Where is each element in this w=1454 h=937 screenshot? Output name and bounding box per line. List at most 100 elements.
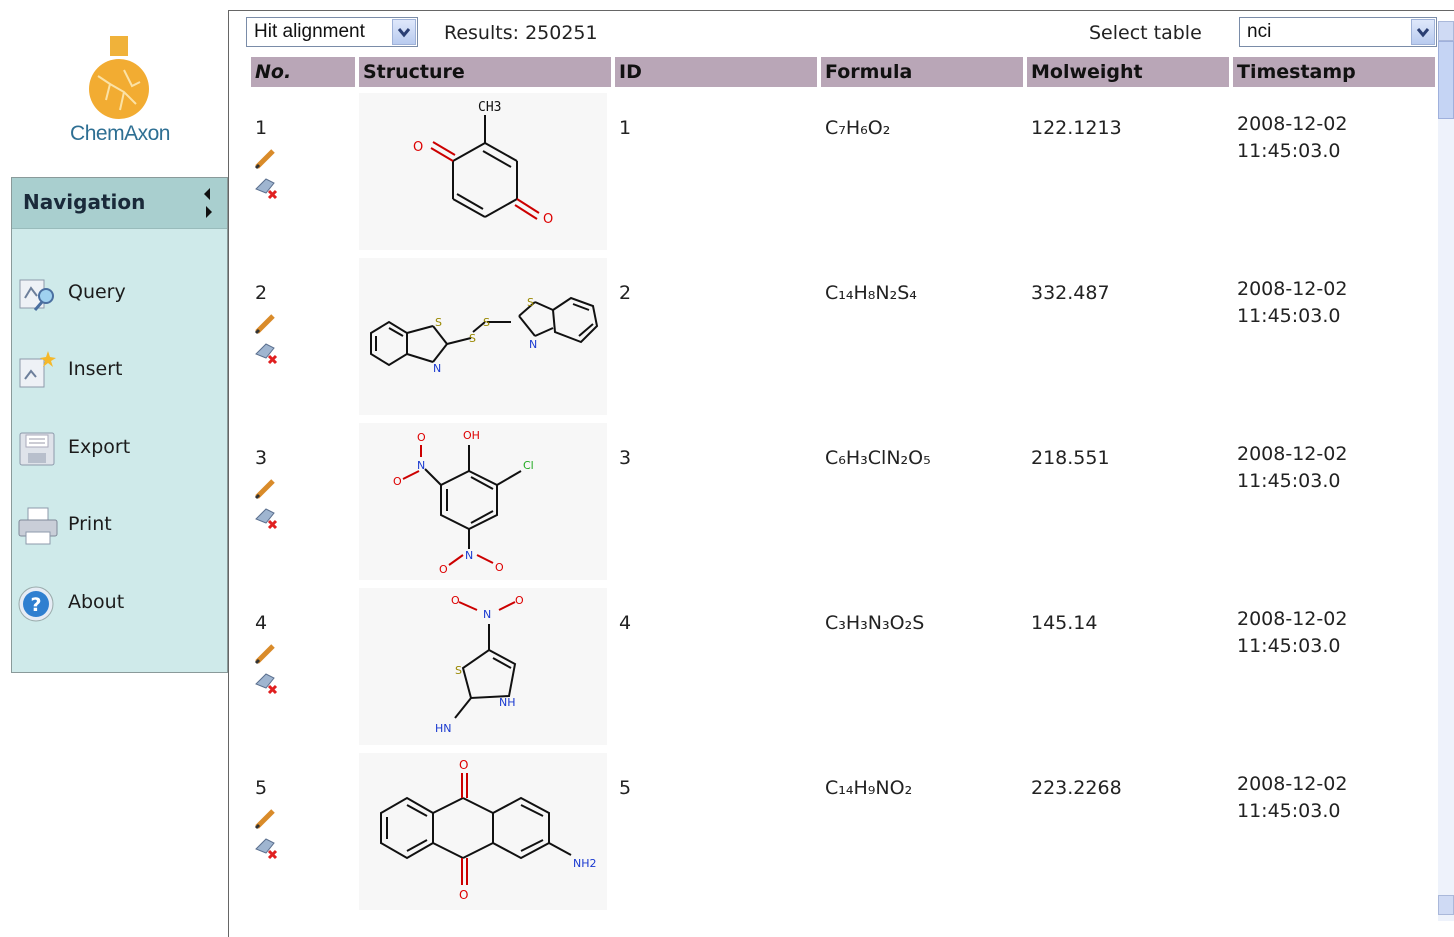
scrollbar-thumb[interactable] bbox=[1438, 41, 1454, 119]
view-mode-select[interactable]: Hit alignment bbox=[246, 17, 418, 47]
structure-image[interactable]: S S S S N N bbox=[359, 258, 607, 415]
structure-image[interactable]: CH3 O O bbox=[359, 93, 607, 250]
edit-pencil-icon[interactable] bbox=[253, 475, 279, 501]
atom-label: O bbox=[439, 563, 448, 576]
atom-label: HN bbox=[435, 722, 452, 735]
structure-image[interactable]: O O NH2 bbox=[359, 753, 607, 910]
atom-label: O bbox=[459, 888, 468, 902]
flask-icon bbox=[89, 36, 149, 119]
delete-row-icon[interactable] bbox=[253, 340, 281, 366]
row-number: 2 bbox=[255, 282, 268, 304]
edit-pencil-icon[interactable] bbox=[253, 805, 279, 831]
nav-label-print: Print bbox=[68, 513, 112, 535]
delete-row-icon[interactable] bbox=[253, 835, 281, 861]
edit-pencil-icon[interactable] bbox=[253, 145, 279, 171]
timestamp-time: 11:45:03.0 bbox=[1237, 470, 1341, 492]
atom-label: N bbox=[465, 549, 473, 562]
timestamp-time: 11:45:03.0 bbox=[1237, 140, 1341, 162]
column-header-no[interactable]: No. bbox=[251, 57, 355, 87]
nav-item-insert[interactable]: Insert bbox=[16, 349, 216, 395]
navigation-header: Navigation bbox=[12, 178, 227, 229]
table-header-row: No. Structure ID Formula Molweight Times… bbox=[251, 57, 1435, 87]
atom-label: O bbox=[413, 140, 423, 155]
navigation-title: Navigation bbox=[23, 190, 146, 214]
brand-name: ChemAxon bbox=[70, 122, 170, 145]
molecule-drawing: O O NH2 bbox=[380, 758, 597, 902]
compound-molweight: 223.2268 bbox=[1031, 777, 1122, 799]
chevron-down-icon[interactable] bbox=[1411, 19, 1435, 45]
nav-item-query[interactable]: Query bbox=[16, 272, 216, 318]
compound-id: 4 bbox=[619, 612, 632, 634]
results-count: Results: 250251 bbox=[444, 22, 598, 44]
atom-label: S bbox=[527, 296, 534, 309]
atom-label: S bbox=[455, 664, 462, 677]
view-mode-value: Hit alignment bbox=[254, 21, 365, 42]
export-icon bbox=[19, 432, 55, 466]
atom-label: OH bbox=[463, 429, 480, 442]
delete-row-icon[interactable] bbox=[253, 175, 281, 201]
nav-item-about[interactable]: ? About bbox=[16, 582, 216, 628]
column-header-id[interactable]: ID bbox=[615, 57, 817, 87]
collapse-toggle-icon[interactable] bbox=[201, 184, 215, 224]
results-toolbar: Hit alignment Results: 250251 Select tab… bbox=[229, 11, 1439, 57]
scroll-up-icon[interactable] bbox=[1438, 21, 1454, 41]
atom-label: N bbox=[433, 362, 441, 375]
delete-row-icon[interactable] bbox=[253, 670, 281, 696]
table-row: 3 bbox=[251, 417, 1435, 582]
atom-label: O bbox=[393, 475, 402, 488]
table-select-value: nci bbox=[1247, 21, 1272, 42]
compound-id: 5 bbox=[619, 777, 632, 799]
atom-label: S bbox=[435, 316, 442, 329]
navigation-panel: Navigation Query Insert Export bbox=[11, 177, 228, 673]
atom-label: O bbox=[417, 431, 426, 444]
atom-label: NH bbox=[499, 696, 516, 709]
vertical-scrollbar[interactable] bbox=[1438, 21, 1454, 921]
compound-timestamp: 2008-12-02 11:45:03.0 bbox=[1233, 87, 1435, 165]
results-value: 250251 bbox=[525, 22, 598, 44]
results-label: Results: bbox=[444, 22, 520, 44]
results-table: No. Structure ID Formula Molweight Times… bbox=[247, 57, 1439, 912]
column-header-formula[interactable]: Formula bbox=[821, 57, 1023, 87]
column-header-timestamp[interactable]: Timestamp bbox=[1233, 57, 1435, 87]
compound-formula: C₆H₃ClN₂O₅ bbox=[825, 447, 931, 469]
timestamp-date: 2008-12-02 bbox=[1237, 113, 1348, 135]
timestamp-date: 2008-12-02 bbox=[1237, 278, 1348, 300]
nav-item-print[interactable]: Print bbox=[16, 504, 216, 550]
structure-image[interactable]: OH Cl O N O O N O bbox=[359, 423, 607, 580]
table-row: 4 bbox=[251, 582, 1435, 747]
molecule-drawing: OH Cl O N O O N O bbox=[393, 429, 534, 576]
compound-molweight: 122.1213 bbox=[1031, 117, 1122, 139]
edit-pencil-icon[interactable] bbox=[253, 640, 279, 666]
nav-label-query: Query bbox=[68, 281, 126, 303]
atom-label: N bbox=[529, 338, 537, 351]
compound-molweight: 145.14 bbox=[1031, 612, 1098, 634]
atom-label: S bbox=[469, 332, 476, 345]
atom-label: N bbox=[483, 608, 491, 621]
nav-label-insert: Insert bbox=[68, 358, 123, 380]
compound-formula: C₁₄H₉NO₂ bbox=[825, 777, 913, 799]
atom-label: N bbox=[417, 459, 425, 472]
chevron-down-icon[interactable] bbox=[392, 19, 416, 45]
atom-label: O bbox=[459, 758, 468, 772]
compound-formula: C₃H₃N₃O₂S bbox=[825, 612, 925, 634]
timestamp-date: 2008-12-02 bbox=[1237, 608, 1348, 630]
timestamp-time: 11:45:03.0 bbox=[1237, 305, 1341, 327]
compound-timestamp: 2008-12-02 11:45:03.0 bbox=[1233, 252, 1435, 330]
atom-label: O bbox=[495, 561, 504, 574]
delete-row-icon[interactable] bbox=[253, 505, 281, 531]
edit-pencil-icon[interactable] bbox=[253, 310, 279, 336]
row-number: 5 bbox=[255, 777, 268, 799]
table-select[interactable]: nci bbox=[1239, 17, 1437, 47]
structure-image[interactable]: O N O S NH HN bbox=[359, 588, 607, 745]
nav-item-export[interactable]: Export bbox=[16, 427, 216, 473]
column-header-structure[interactable]: Structure bbox=[359, 57, 611, 87]
atom-label: Cl bbox=[523, 459, 534, 472]
atom-label: NH2 bbox=[573, 857, 597, 870]
scroll-down-icon[interactable] bbox=[1438, 895, 1454, 915]
table-row: 5 bbox=[251, 747, 1435, 912]
nav-label-about: About bbox=[68, 591, 125, 613]
column-header-molweight[interactable]: Molweight bbox=[1027, 57, 1229, 87]
compound-id: 1 bbox=[619, 117, 632, 139]
insert-icon bbox=[19, 351, 56, 388]
row-number: 1 bbox=[255, 117, 268, 139]
